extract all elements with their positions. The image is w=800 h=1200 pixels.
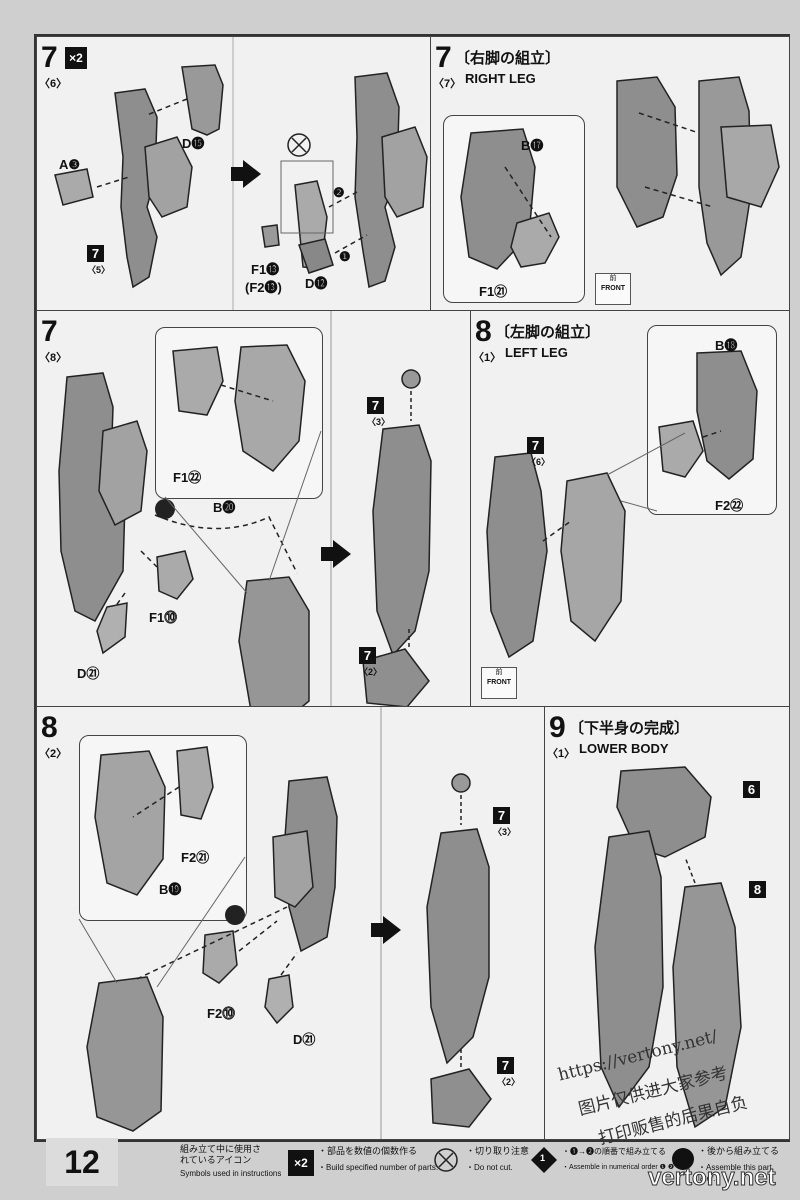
legend-later-en: ・Assemble this part later. [698, 1163, 772, 1183]
step-title-en: RIGHT LEG [465, 71, 536, 86]
subassembly-tag-sub: 〈6〉 [527, 457, 551, 467]
part-label-b17: B⓱ [521, 138, 544, 153]
substep-label: 〈1〉 [547, 748, 576, 760]
assemble-later-icon [672, 1148, 694, 1170]
subassembly-tag: 6 [743, 781, 760, 798]
step-8-2-panel: 8 〈2〉 F2㉑ B⓳ F2⓾ [36, 706, 546, 1140]
subassembly-tag: 7 [497, 1057, 514, 1074]
subassembly-tag: 7 [493, 807, 510, 824]
legend-cut-en: ・Do not cut. [466, 1163, 513, 1172]
part-label-f2-22: F2㉒ [715, 498, 744, 513]
part-label-f2-10: F2⓾ [207, 1006, 236, 1021]
next-arrow-stem [371, 923, 383, 937]
subassembly-tag-sub: 〈2〉 [359, 667, 383, 677]
legend-order-num: 1 [540, 1153, 546, 1163]
next-arrow-stem [321, 547, 333, 561]
step-7-6-panel: 7 ×2 〈6〉 [36, 36, 432, 312]
step-number: 7 [435, 41, 452, 74]
step-number: 9 [549, 711, 566, 744]
subassembly-tag-sub: 〈2〉 [497, 1077, 521, 1087]
step-number: 8 [41, 711, 58, 744]
step-title-jp: 〔左脚の組立〕 [495, 324, 601, 341]
order-number-2: ❷ [333, 185, 345, 200]
front-badge-jp: 前 [495, 669, 503, 676]
part-label-f13: F1⓭ [251, 262, 280, 277]
part-label-f2-21: F2㉑ [181, 850, 210, 865]
step-7-7-panel: 7 〔右脚の組立〕 〈7〉 RIGHT LEG B⓱ F1㉑ 前 FRONT [430, 36, 790, 312]
next-arrow-stem [231, 167, 243, 181]
subassembly-tag: 7 [87, 245, 104, 262]
subassembly-tag: 8 [749, 881, 766, 898]
watermark-site: vertony.net [648, 1164, 777, 1192]
step-title-en: LOWER BODY [579, 741, 669, 756]
step-9-1-panel: 9 〔下半身の完成〕 〈1〉 LOWER BODY 6 8 [544, 706, 790, 1140]
parts-illustration [594, 766, 742, 1129]
step-7-8-panel: 7 〈8〉 [36, 310, 472, 708]
x2-icon: ×2 [65, 47, 87, 69]
legend-title-en: Symbols used in instructions [180, 1169, 282, 1178]
next-arrow [383, 916, 401, 944]
part-label-d15: D⓯ [182, 136, 205, 151]
part-label-f21: F1㉑ [479, 284, 508, 299]
order-icon [531, 1147, 557, 1173]
parts-illustration [54, 37, 428, 311]
legend-order-en: ・Assemble in numerical order ❶ ❷ [562, 1164, 675, 1171]
subassembly-tag-sub: 〈3〉 [493, 827, 517, 837]
parts-illustration [460, 76, 780, 277]
part-label-d12: D⓬ [305, 276, 328, 291]
part-label-b20: B⓴ [213, 500, 236, 515]
substep-label: 〈8〉 [39, 352, 68, 364]
substep-label: 〈7〉 [433, 78, 462, 90]
parts-illustration [58, 311, 432, 707]
no-cut-icon [434, 1148, 458, 1172]
parts-illustration [78, 707, 492, 1139]
subassembly-tag-sub: 〈3〉 [367, 417, 391, 427]
order-number-1: ❶ [339, 249, 351, 264]
part-label-f10: F1⓾ [149, 610, 178, 625]
legend-later-jp: ・後から組み立てる [698, 1146, 780, 1156]
part-label-a3: A❸ [59, 157, 81, 172]
legend-order-jp: ・❶→❷の順番で組み立てる [562, 1147, 666, 1156]
part-label-d21: D㉑ [293, 1032, 316, 1047]
subassembly-tag-sub: 〈5〉 [87, 265, 111, 275]
subassembly-tag: 7 [367, 397, 384, 414]
substep-label: 〈2〉 [39, 748, 68, 760]
next-arrow [243, 160, 261, 188]
step-number: 7 [41, 41, 58, 74]
substep-label: 〈6〉 [39, 78, 68, 90]
step-title-en: LEFT LEG [505, 345, 568, 360]
front-badge: 前 FRONT [481, 667, 517, 699]
manual-page: 7 ×2 〈6〉 [34, 34, 790, 1149]
step-title-jp: 〔右脚の組立〕 [455, 50, 561, 67]
front-badge: 前 FRONT [595, 273, 631, 305]
legend-cut-jp: ・切り取り注意 [466, 1146, 530, 1156]
icon-legend: 組み立て中に使用されているアイコン Symbols used in instru… [34, 1140, 786, 1196]
legend-x2-en: ・Build specified number of parts. [318, 1163, 439, 1172]
part-label-b18: B⓲ [715, 338, 738, 353]
x2-icon: ×2 [288, 1150, 314, 1176]
legend-x2-jp: ・部品を数値の個数作る [318, 1146, 418, 1156]
subassembly-tag: 7 [527, 437, 544, 454]
part-label-f22: F1㉒ [173, 470, 202, 485]
front-badge-en: FRONT [486, 679, 512, 686]
step-title-jp: 〔下半身の完成〕 [569, 720, 690, 737]
part-label-b19: B⓳ [159, 882, 182, 897]
subassembly-tag: 7 [359, 647, 376, 664]
page-number: 12 [46, 1138, 118, 1186]
next-arrow [333, 540, 351, 568]
step-number: 8 [475, 315, 492, 348]
parts-illustration [486, 350, 758, 659]
legend-title-jp: 組み立て中に使用されているアイコン [180, 1144, 262, 1165]
part-label-f2-13: (F2⓭) [245, 280, 282, 295]
step-number: 7 [41, 315, 58, 348]
step-8-1-panel: 8 〔左脚の組立〕 〈1〉 LEFT LEG B⓲ F2㉒ 7 〈6〉 前 FR… [470, 310, 790, 708]
part-label-d21: D㉑ [77, 666, 100, 681]
front-badge-en: FRONT [600, 285, 626, 292]
front-badge-jp: 前 [609, 275, 617, 282]
substep-label: 〈1〉 [473, 352, 502, 364]
